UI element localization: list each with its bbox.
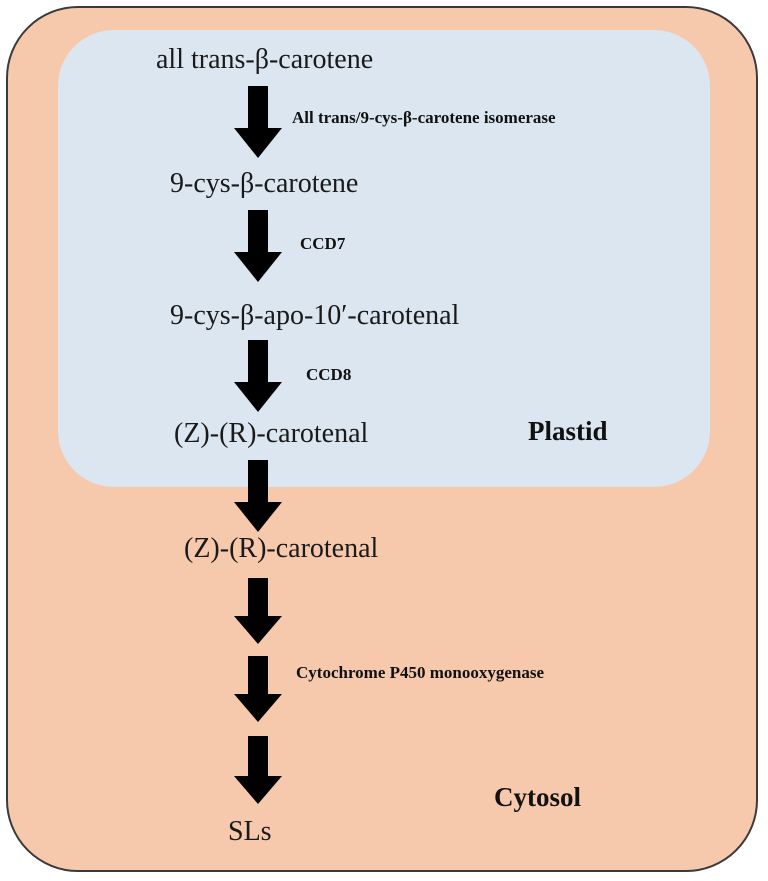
arrow-down-icon: [234, 736, 282, 804]
enzyme-ccd7: CCD7: [300, 234, 346, 253]
arrow-shape: [234, 460, 282, 532]
arrow-down-icon: [234, 210, 282, 282]
metabolite-z-r-carotenal-plastid: (Z)-(R)-carotenal: [174, 418, 369, 449]
arrow-down-icon: [234, 578, 282, 644]
metabolite-all-trans-beta-carotene: all trans-β-carotene: [156, 44, 374, 75]
plastid-compartment: [58, 30, 710, 487]
metabolite-9-cys-beta-apo-10-carotenal: 9-cys-β-apo-10′-carotenal: [170, 300, 460, 331]
metabolite-strigolactones: SLs: [228, 816, 272, 847]
arrow-shape: [234, 736, 282, 804]
cytosol-label: Cytosol: [494, 782, 581, 812]
metabolite-z-r-carotenal-cytosol: (Z)-(R)-carotenal: [184, 533, 379, 564]
arrow-shape: [234, 210, 282, 282]
enzyme-cytochrome-p450: Cytochrome P450 monooxygenase: [296, 663, 545, 682]
metabolite-9-cys-beta-carotene: 9-cys-β-carotene: [170, 168, 359, 199]
arrow-shape: [234, 656, 282, 722]
arrow-down-icon: [234, 340, 282, 412]
arrow-down-icon: [234, 656, 282, 722]
arrow-down-icon: [234, 460, 282, 532]
arrow-shape: [234, 86, 282, 158]
enzyme-ccd8: CCD8: [306, 365, 352, 384]
enzyme-isomerase: All trans/9-cys-β-carotene isomerase: [292, 108, 556, 127]
arrow-shape: [234, 340, 282, 412]
plastid-label: Plastid: [528, 416, 608, 446]
arrow-shape: [234, 578, 282, 644]
arrow-down-icon: [234, 86, 282, 158]
